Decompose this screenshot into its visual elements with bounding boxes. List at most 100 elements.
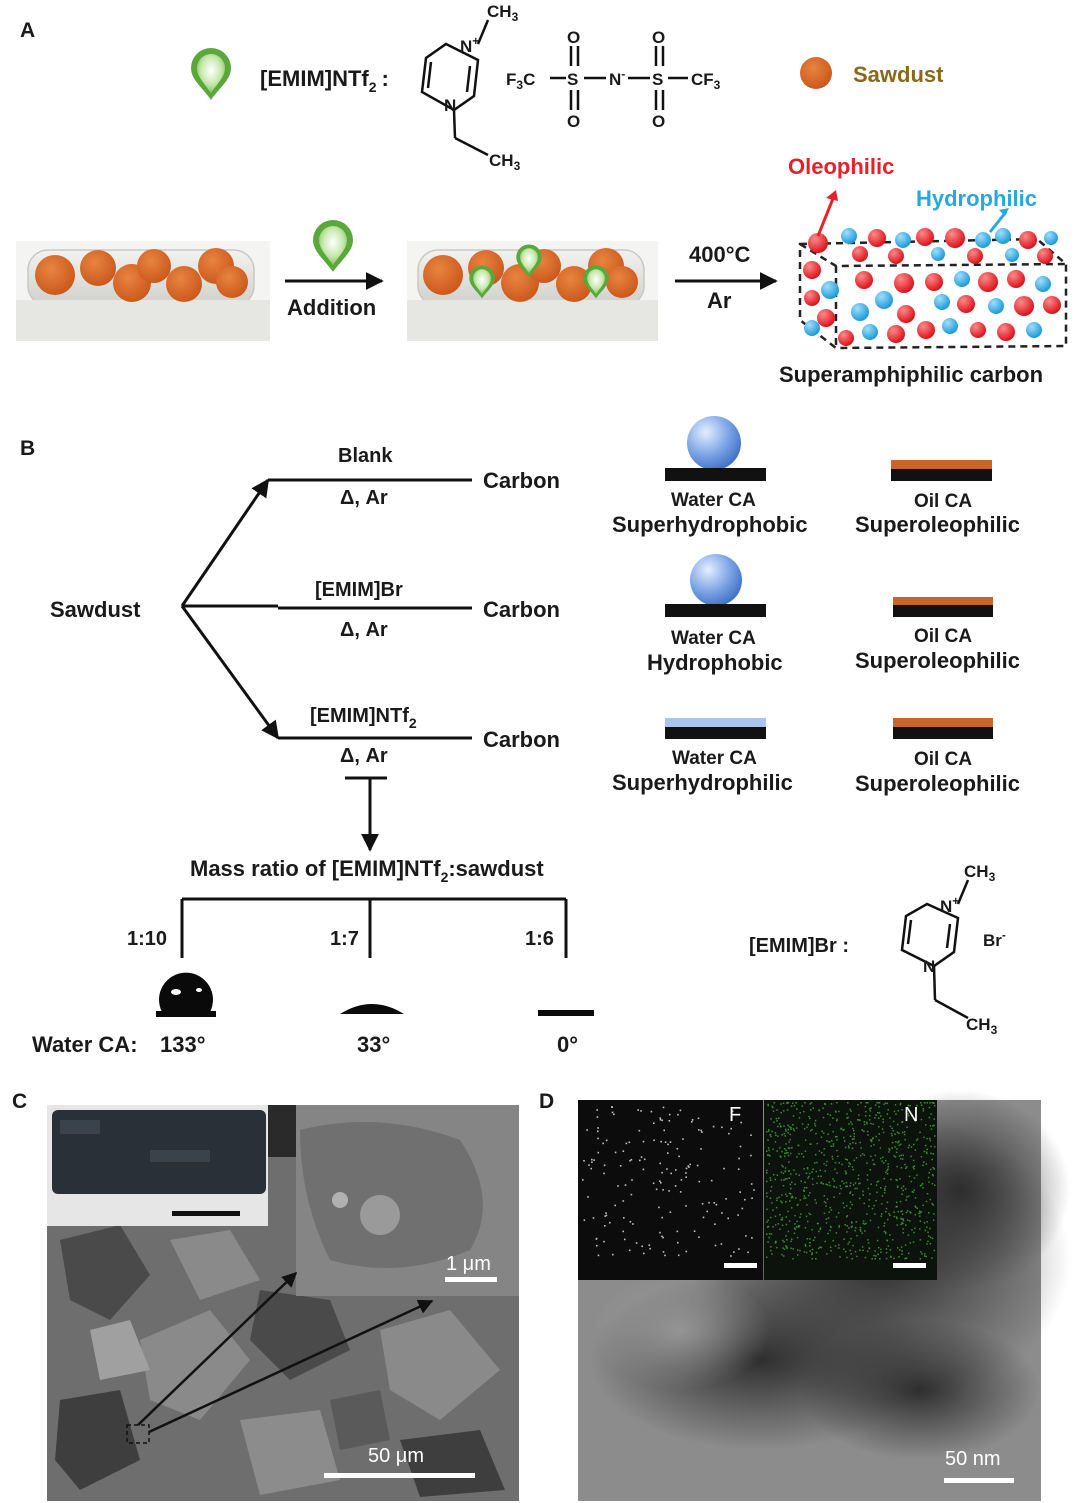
eds-dot (857, 1174, 860, 1177)
eds-dot (605, 1214, 608, 1217)
eds-dot (862, 1220, 865, 1222)
eds-dot (932, 1204, 934, 1206)
eds-dot (898, 1144, 901, 1147)
eds-dot (804, 1102, 806, 1104)
eds-dot (680, 1179, 683, 1181)
eds-dot (622, 1150, 625, 1152)
eds-dot (898, 1140, 900, 1142)
n-plus-label: N+ (460, 34, 479, 56)
eds-dot (803, 1195, 806, 1197)
eds-dot (922, 1204, 924, 1207)
eds-dot (836, 1136, 838, 1138)
eds-dot (713, 1202, 716, 1204)
eds-dot (874, 1258, 876, 1260)
eds-dot (792, 1124, 794, 1126)
eds-dot (850, 1237, 852, 1240)
eds-dot (846, 1231, 848, 1233)
eds-dot (920, 1184, 923, 1186)
eds-dot (822, 1116, 825, 1119)
eds-dot (839, 1192, 841, 1195)
eds-dot (767, 1154, 769, 1156)
eds-dot (799, 1199, 802, 1201)
eds-dot (931, 1202, 933, 1205)
eds-dot (839, 1256, 841, 1258)
eds-dot (872, 1137, 874, 1139)
eds-dot (846, 1225, 848, 1227)
eds-dot (774, 1141, 777, 1143)
water-ca-row-label: Water CA: (32, 1032, 138, 1057)
eds-dot (819, 1169, 822, 1172)
eds-dot (932, 1153, 934, 1155)
water-ca-label: Water CA (672, 748, 757, 769)
eds-dot (809, 1250, 811, 1252)
eds-dot (770, 1186, 773, 1188)
eds-dot (843, 1206, 845, 1209)
eds-dot (808, 1212, 810, 1215)
eds-dot (880, 1251, 882, 1253)
eds-dot (932, 1174, 934, 1177)
eds-dot (863, 1121, 866, 1123)
eds-dot (823, 1154, 825, 1156)
eds-dot (783, 1248, 786, 1250)
eds-dot (640, 1156, 643, 1158)
eds-dot (847, 1102, 849, 1104)
eds-dot (901, 1158, 904, 1160)
eds-dot (660, 1182, 662, 1184)
eds-dot (858, 1119, 860, 1121)
eds-dot (895, 1178, 897, 1181)
eds-dot (850, 1110, 852, 1112)
eds-dot (920, 1118, 923, 1121)
eds-dot (666, 1168, 668, 1170)
eds-dot (865, 1102, 867, 1104)
eds-dot (785, 1246, 788, 1248)
eds-dot (898, 1256, 900, 1258)
eds-dot (846, 1205, 848, 1207)
eds-dot (628, 1249, 631, 1252)
eds-dot (792, 1248, 794, 1250)
eds-dot (766, 1221, 768, 1223)
eds-dot (846, 1113, 848, 1115)
eds-dot (635, 1242, 638, 1244)
eds-dot (875, 1199, 877, 1202)
eds-dot (865, 1222, 867, 1225)
eds-dot (783, 1179, 785, 1181)
eds-dot (902, 1131, 904, 1134)
eds-dot (785, 1152, 788, 1154)
eds-dot (818, 1109, 821, 1111)
oil-ca-illustration-1 (891, 460, 992, 481)
eds-dot (793, 1104, 796, 1107)
eds-dot (905, 1199, 907, 1201)
eds-dot (847, 1243, 849, 1245)
eds-dot (768, 1233, 771, 1235)
oil-ca-label: Oil CA (914, 626, 972, 647)
eds-dot (866, 1174, 869, 1176)
eds-dot (739, 1145, 742, 1148)
eds-dot (908, 1144, 910, 1147)
eds-dot (766, 1208, 768, 1211)
eds-dot (848, 1123, 850, 1125)
eds-dot (890, 1178, 892, 1181)
ionic-liquid-addition-icon (313, 220, 353, 272)
eds-dot (795, 1173, 797, 1175)
eds-dot (900, 1210, 902, 1213)
eds-dot (857, 1178, 860, 1180)
eds-dot (859, 1141, 861, 1144)
eds-dot (905, 1167, 907, 1169)
eds-dot (691, 1120, 693, 1123)
eds-dot (820, 1175, 822, 1177)
eds-dot (811, 1258, 813, 1260)
eds-dot (787, 1102, 790, 1104)
eds-dot (798, 1153, 800, 1155)
eds-dot (596, 1116, 599, 1118)
eds-dot (747, 1251, 749, 1254)
eds-dot (847, 1145, 850, 1147)
eds-dot (831, 1139, 833, 1142)
eds-dot (642, 1140, 645, 1143)
eds-dot (925, 1200, 928, 1203)
eds-dot (807, 1220, 809, 1223)
eds-dot (885, 1252, 888, 1254)
eds-dot (896, 1217, 898, 1220)
eds-dot (794, 1183, 796, 1185)
eds-dot (896, 1205, 898, 1208)
eds-dot (796, 1204, 799, 1206)
